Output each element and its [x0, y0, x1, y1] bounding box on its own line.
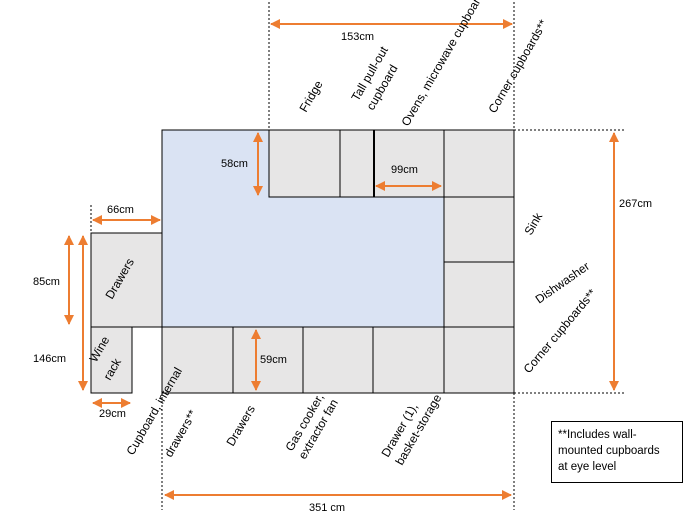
dim-lower-depth: 59cm [260, 354, 287, 366]
top-labels: Fridge Tall pull-out cupboard Ovens, mic… [296, 0, 550, 129]
extension-lines [90, 2, 625, 510]
dim-left-height-upper: 85cm [33, 276, 60, 288]
dimension-arrows [64, 19, 619, 500]
label-drawers-bottom: Drawers [223, 403, 257, 449]
wine-rack-unit [90, 326, 133, 394]
drawer-basket-unit [372, 326, 445, 394]
corner-right-unit [443, 326, 515, 394]
dim-ovens-width: 99cm [391, 164, 418, 176]
dishwasher-unit [443, 261, 515, 328]
dim-top-width: 153cm [341, 31, 374, 43]
dim-left-height-total: 146cm [33, 353, 66, 365]
dim-right-height: 267cm [619, 198, 652, 210]
label-ovens: Ovens, microwave cupboard [398, 0, 486, 129]
cupboard-internal-unit [161, 326, 234, 394]
dim-left-width: 66cm [107, 204, 134, 216]
label-corner-right: Corner cupboards** [521, 286, 600, 376]
label-cupboard-internal-2: drawers** [161, 407, 199, 459]
dim-upper-depth: 58cm [221, 158, 248, 170]
left-units [90, 232, 163, 394]
dimension-labels: 153cm 58cm 99cm 267cm 66cm 85cm 146cm 59… [33, 31, 652, 514]
drawers-bottom-unit [232, 326, 304, 394]
footnote-line-1: **Includes wall- [558, 429, 637, 441]
right-units [443, 196, 515, 328]
drawers-left-unit [90, 232, 163, 328]
top-units [268, 129, 515, 198]
gas-cooker-unit [302, 326, 374, 394]
corner-top-unit [443, 129, 515, 198]
bottom-units [161, 326, 515, 394]
label-sink: Sink [521, 209, 545, 237]
label-corner-top: Corner cupboards** [485, 17, 550, 116]
fridge-unit [268, 129, 341, 198]
sink-unit [443, 196, 515, 263]
footnote-box: **Includes wall- mounted cupboards at ey… [551, 421, 683, 483]
footnote-line-3: at eye level [558, 461, 617, 473]
tall-pullout-unit [339, 129, 375, 198]
right-labels: Sink Dishwasher Corner cupboards** [521, 209, 600, 376]
dim-bottom-width: 351 cm [309, 502, 345, 514]
dim-wine-width: 29cm [99, 408, 126, 420]
label-fridge: Fridge [296, 78, 325, 115]
footnote-line-2: mounted cupboards [558, 445, 660, 457]
